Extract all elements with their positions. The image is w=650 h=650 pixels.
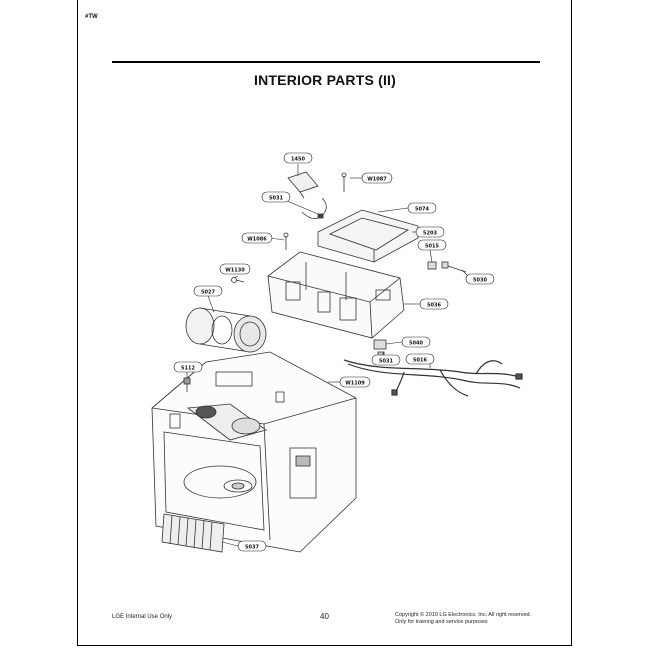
svg-text:5074: 5074 (415, 207, 429, 213)
screw-w1130 (231, 277, 245, 283)
relay-part (373, 339, 387, 358)
footer-internal-use: LGE Internal Use Only (112, 614, 173, 620)
svg-text:5112: 5112 (181, 366, 195, 372)
top-cover-plate (317, 209, 419, 263)
page-title: INTERIOR PARTS (II) (254, 72, 396, 88)
callout-5074: 5074 (377, 202, 437, 214)
wire-harness (343, 359, 523, 397)
svg-text:5016: 5016 (413, 358, 427, 364)
svg-text:1450: 1450 (291, 157, 305, 163)
callout-5031-top: 5031 (261, 191, 319, 215)
callout-w1087: W1087 (350, 172, 393, 184)
footer-copyright: Copyright © 2010 LG Electronics. Inc. Al… (395, 612, 531, 626)
svg-text:5031: 5031 (379, 359, 393, 365)
wire-connector (301, 197, 327, 219)
copyright-line-1: Copyright © 2010 LG Electronics. Inc. Al… (395, 612, 532, 618)
callout-5036: 5036 (404, 298, 449, 310)
callout-5031-bottom: 5031 (371, 351, 401, 366)
callout-5203: 5203 (412, 226, 445, 238)
oven-cavity-front (151, 351, 357, 553)
svg-text:5037: 5037 (245, 545, 259, 551)
svg-text:5203: 5203 (423, 231, 437, 237)
svg-text:W1109: W1109 (345, 381, 365, 387)
callout-1450: 1450 (283, 152, 313, 176)
callout-5016: 5016 (405, 353, 435, 368)
callout-5037: 5037 (221, 540, 267, 552)
svg-text:5031: 5031 (269, 196, 283, 202)
corner-mark: #TW (85, 14, 98, 20)
callout-w1109: W1109 (328, 376, 371, 388)
screw-w1087 (341, 172, 347, 192)
callout-5015: 5015 (417, 239, 447, 263)
callout-w1130: W1130 (219, 263, 251, 279)
svg-text:5015: 5015 (425, 244, 439, 250)
grille-cover (161, 513, 225, 553)
svg-text:W1130: W1130 (225, 268, 245, 274)
callout-5030: 5030 (461, 269, 495, 285)
callout-w1086: W1086 (241, 232, 285, 244)
page-number: 40 (320, 612, 329, 621)
callout-5040: 5040 (385, 336, 431, 348)
bracket-part (287, 171, 319, 199)
svg-text:W1086: W1086 (247, 237, 267, 243)
svg-text:5030: 5030 (473, 278, 487, 284)
svg-text:5027: 5027 (201, 290, 215, 296)
header-rule (112, 61, 540, 63)
svg-text:W1087: W1087 (367, 177, 387, 183)
callout-5027: 5027 (193, 285, 223, 313)
svg-text:5040: 5040 (409, 341, 423, 347)
fan-motor-assembly (185, 307, 267, 353)
screw-w1086 (283, 232, 289, 250)
callout-5112: 5112 (173, 361, 203, 378)
copyright-line-2: Only for training and service purposes (395, 619, 488, 625)
svg-text:5036: 5036 (427, 303, 441, 309)
chassis-frame (267, 251, 405, 339)
door-switch-parts (427, 261, 467, 273)
